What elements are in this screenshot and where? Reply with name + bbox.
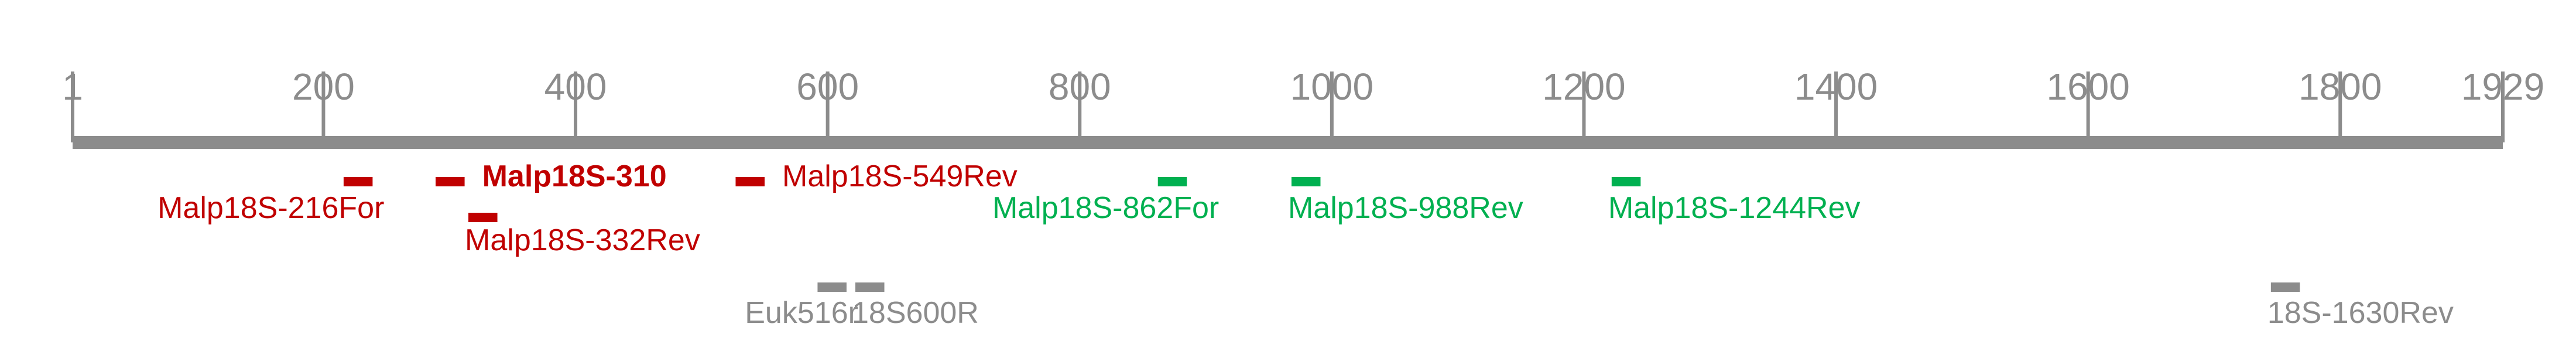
primer-label-18s600r: 18S600R [852,296,979,330]
primer-marker-malp18s-988rev [1291,177,1321,186]
primer-marker-euk516r [817,282,847,292]
tick-label: 800 [1049,66,1111,108]
primer-marker-malp18s-862for [1157,177,1187,186]
primer-label-malp18s-862for: Malp18S-862For [992,191,1219,225]
primer-marker-malp18s-310 [436,177,465,186]
tick-mark [1330,71,1334,142]
sequence-axis [73,136,2503,149]
tick-mark [2338,71,2342,142]
tick-label: 400 [544,66,607,108]
tick-mark [2501,71,2505,142]
tick-label: 1929 [2461,66,2544,108]
primer-label-malp18s-310: Malp18S-310 [482,159,667,193]
primer-label-euk516r: Euk516r [745,296,858,330]
tick-label: 1 [62,66,83,108]
tick-mark [1582,71,1586,142]
primer-label-malp18s-549rev: Malp18S-549Rev [782,159,1018,193]
tick-mark [71,71,74,142]
primer-label-18s-1630rev: 18S-1630Rev [2267,296,2454,330]
primer-marker-malp18s-332rev [468,213,498,222]
tick-label: 1400 [1794,66,1878,108]
tick-mark [1078,71,1082,142]
primer-marker-18s-1630rev [2270,282,2300,292]
tick-label: 1800 [2298,66,2382,108]
primer-marker-malp18s-549rev [735,177,765,186]
tick-mark [2086,71,2090,142]
tick-label: 600 [796,66,859,108]
primer-label-malp18s-332rev: Malp18S-332Rev [465,223,700,257]
tick-mark [1834,71,1838,142]
tick-mark [825,71,830,142]
primer-marker-18s600r [855,282,885,292]
tick-label: 1200 [1542,66,1625,108]
tick-label: 1000 [1290,66,1373,108]
tick-label: 1600 [2046,66,2129,108]
axis-line [73,136,2503,149]
tick-mark [574,71,578,142]
primer-label-malp18s-1244rev: Malp18S-1244Rev [1608,191,1861,225]
primer-label-malp18s-988rev: Malp18S-988Rev [1288,191,1523,225]
primer-marker-malp18s-216for [343,177,373,186]
primer-marker-malp18s-1244rev [1611,177,1641,186]
tick-label: 200 [292,66,355,108]
tick-mark [321,71,326,142]
primer-label-malp18s-216for: Malp18S-216For [157,191,384,225]
